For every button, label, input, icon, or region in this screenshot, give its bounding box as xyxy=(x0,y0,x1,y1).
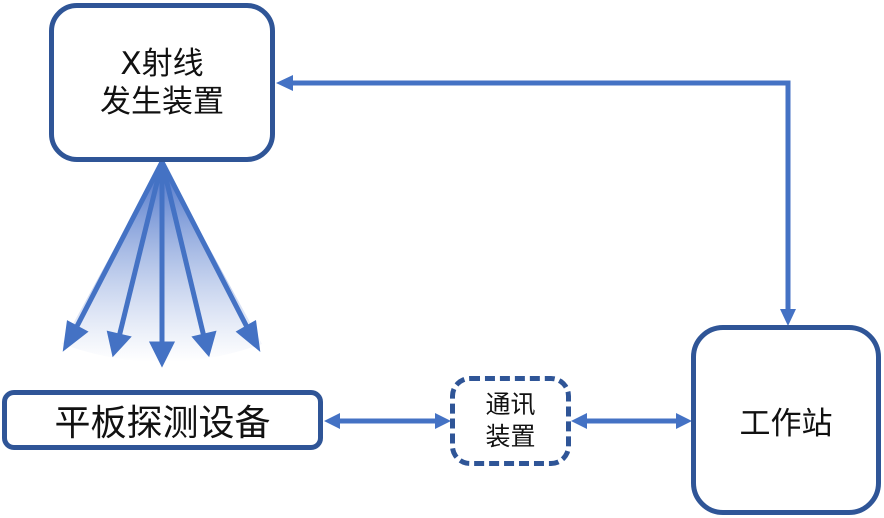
arrowhead-right-icon xyxy=(435,413,451,429)
connector-line xyxy=(292,80,791,310)
xray-generator-label: X射线 发生装置 xyxy=(100,45,224,121)
arrowhead-left-icon xyxy=(571,413,587,429)
communication-device-label-line2: 装置 xyxy=(485,422,536,451)
arrowhead-right-icon xyxy=(676,413,692,429)
communication-device-label: 通讯 装置 xyxy=(485,389,535,453)
xray-generator-node[interactable]: X射线 发生装置 xyxy=(49,3,275,162)
ray-4 xyxy=(159,161,207,338)
flat-panel-detector-label: 平板探测设备 xyxy=(54,403,271,444)
communication-device-node[interactable]: 通讯 装置 xyxy=(450,376,571,466)
arrowhead-down-icon xyxy=(780,309,796,326)
communication-device-label-line1: 通讯 xyxy=(485,390,536,419)
xray-rays xyxy=(62,160,261,368)
workstation-label: 工作站 xyxy=(739,405,833,442)
ray-5 xyxy=(159,160,252,333)
xray-generator-label-line1: X射线 xyxy=(120,45,204,82)
connector-workstation-xray xyxy=(292,80,791,310)
ray-2-arrowhead-icon xyxy=(106,330,132,358)
xray-generator-label-line2: 发生装置 xyxy=(100,83,224,120)
ray-3-arrowhead-icon xyxy=(148,341,176,368)
ray-2 xyxy=(116,161,165,338)
arrowhead-left-icon xyxy=(276,75,293,91)
ray-1 xyxy=(71,160,165,334)
workstation-node[interactable]: 工作站 xyxy=(691,325,881,515)
ray-1-arrowhead-icon xyxy=(62,320,89,352)
arrowhead-left-icon xyxy=(324,413,340,429)
ray-5-arrowhead-icon xyxy=(235,319,261,352)
ray-4-arrowhead-icon xyxy=(191,330,217,358)
flat-panel-detector-node[interactable]: 平板探测设备 xyxy=(2,390,323,450)
